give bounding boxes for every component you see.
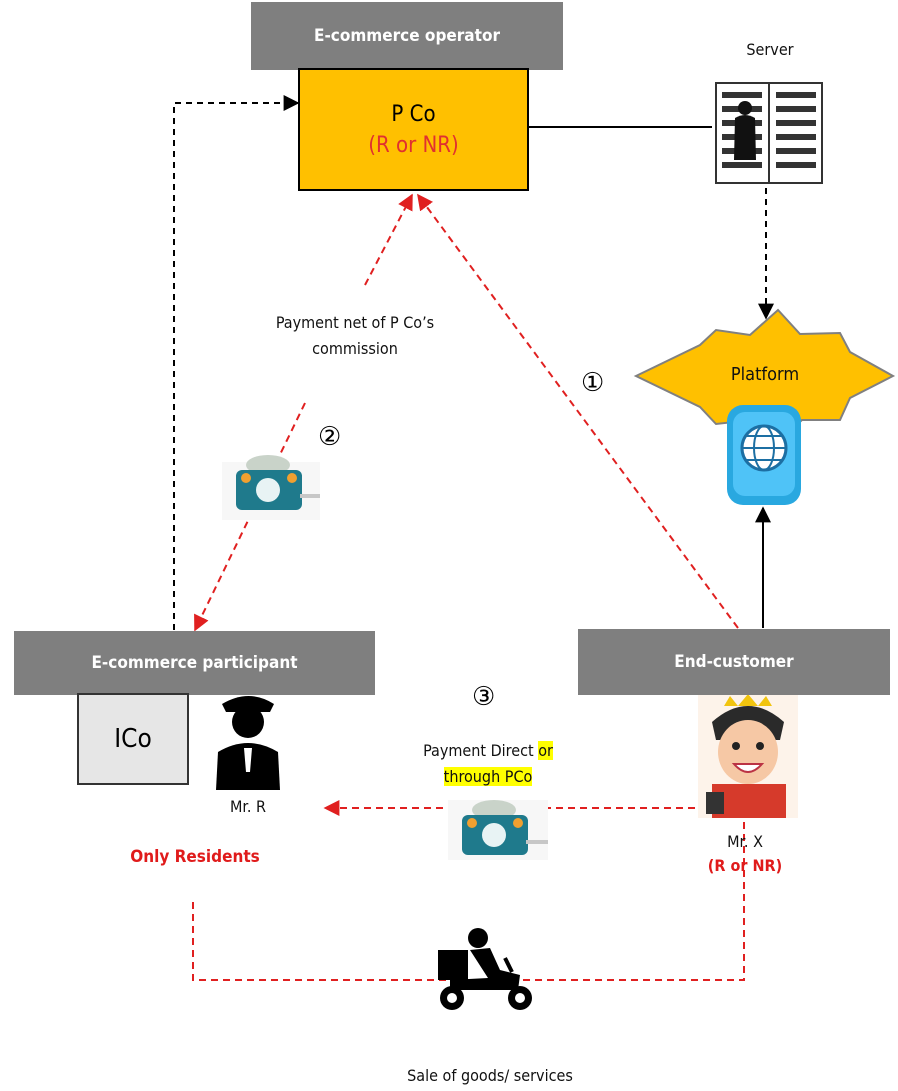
customer-to-pco-arrow bbox=[417, 193, 739, 629]
money-icon-upper bbox=[222, 455, 320, 520]
mr-x-status: (R or NR) bbox=[707, 856, 783, 875]
delivery-scooter-icon bbox=[438, 928, 532, 1010]
customer-icon bbox=[698, 684, 798, 818]
sale-label: Sale of goods/ services bbox=[407, 1066, 573, 1085]
ico-box: ICo bbox=[77, 693, 189, 785]
ico-label: ICo bbox=[114, 724, 152, 754]
pco-to-text-arrow-upper bbox=[364, 193, 413, 286]
pco-box: P Co (R or NR) bbox=[298, 68, 529, 191]
pco-title: P Co bbox=[391, 101, 436, 127]
operator-header: E-commerce operator bbox=[251, 2, 563, 70]
operator-header-label: E-commerce operator bbox=[314, 26, 500, 46]
participant-header: E-commerce participant bbox=[14, 631, 375, 695]
server-label: Server bbox=[746, 40, 794, 59]
payment-direct-or: or bbox=[538, 741, 553, 760]
payment-direct-line1: Payment Direct bbox=[423, 741, 534, 760]
customer-header-label: End-customer bbox=[674, 652, 794, 672]
only-residents-label: Only Residents bbox=[130, 847, 260, 867]
globe-phone-icon bbox=[727, 405, 801, 505]
step-two-marker: ② bbox=[318, 422, 342, 452]
payment-direct-line2: through PCo bbox=[443, 767, 533, 786]
participant-header-label: E-commerce participant bbox=[91, 653, 298, 673]
participant-to-pco-dashed bbox=[173, 95, 300, 630]
mr-x-label: Mr. X (R or NR) bbox=[690, 830, 800, 878]
payment-net-text: Payment net of P Co’s commission bbox=[240, 310, 470, 362]
customer-header: End-customer bbox=[578, 629, 890, 695]
pco-status: (R or NR) bbox=[368, 132, 459, 158]
platform-label: Platform bbox=[730, 364, 800, 385]
officer-icon bbox=[216, 696, 280, 790]
step-three-marker: ③ bbox=[472, 682, 496, 712]
step-one-marker: ① bbox=[581, 368, 605, 398]
money-icon-lower bbox=[448, 800, 548, 860]
mr-r-label: Mr. R bbox=[229, 797, 266, 816]
payment-net-line1: Payment net of P Co’s bbox=[275, 313, 435, 332]
payment-net-line2: commission bbox=[312, 339, 398, 358]
server-rack-icon bbox=[715, 82, 823, 184]
payment-direct-text: Payment Direct or through PCo bbox=[408, 738, 568, 790]
mr-x-name: Mr. X bbox=[727, 832, 763, 851]
